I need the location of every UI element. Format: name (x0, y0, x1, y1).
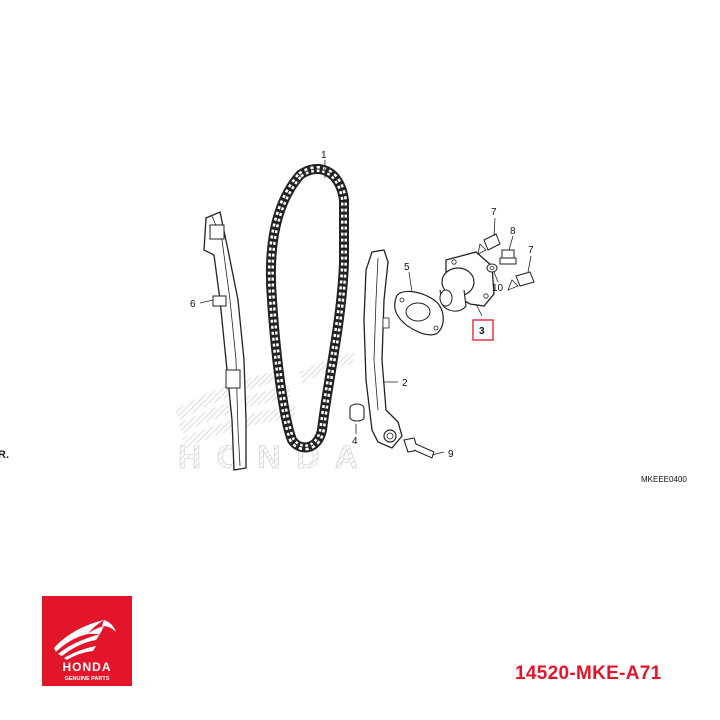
edge-fragment: R. (0, 449, 9, 461)
collar (349, 403, 365, 422)
chain-guide (203, 211, 247, 471)
diagram-code: MKEEE0400 (641, 475, 687, 484)
callout-8[interactable]: 8 (510, 226, 516, 237)
tensioner-arm (363, 249, 403, 449)
cam-chain (265, 164, 349, 453)
callout-7-upper[interactable]: 7 (491, 207, 497, 218)
tensioner-lifter (439, 251, 495, 312)
bolt-7-upper (477, 233, 501, 255)
bolt-8 (499, 249, 517, 265)
honda-genuine-parts-logo: HONDA GENUINE PARTS (42, 596, 132, 686)
logo-subtext: GENUINE PARTS (65, 676, 110, 682)
callout-1[interactable]: 1 (321, 150, 327, 161)
callout-5[interactable]: 5 (404, 262, 410, 273)
washer-10 (486, 263, 498, 273)
callout-2[interactable]: 2 (402, 378, 408, 389)
leader-lines (199, 160, 532, 456)
callout-3[interactable]: 3 (479, 326, 485, 337)
callout-4[interactable]: 4 (352, 436, 358, 447)
callout-7-lower[interactable]: 7 (528, 245, 534, 256)
bolt-7-lower (507, 271, 535, 291)
bolt-9 (403, 437, 435, 459)
callout-9[interactable]: 9 (448, 449, 454, 460)
part-number: 14520-MKE-A71 (515, 663, 662, 684)
watermark-text: HONDA (178, 439, 358, 475)
highlight-box-part-3 (472, 319, 494, 341)
callout-6[interactable]: 6 (190, 299, 196, 310)
callout-10[interactable]: 10 (492, 283, 504, 294)
honda-wing-icon (54, 620, 116, 660)
gasket (394, 290, 444, 336)
logo-text: HONDA (63, 660, 112, 674)
